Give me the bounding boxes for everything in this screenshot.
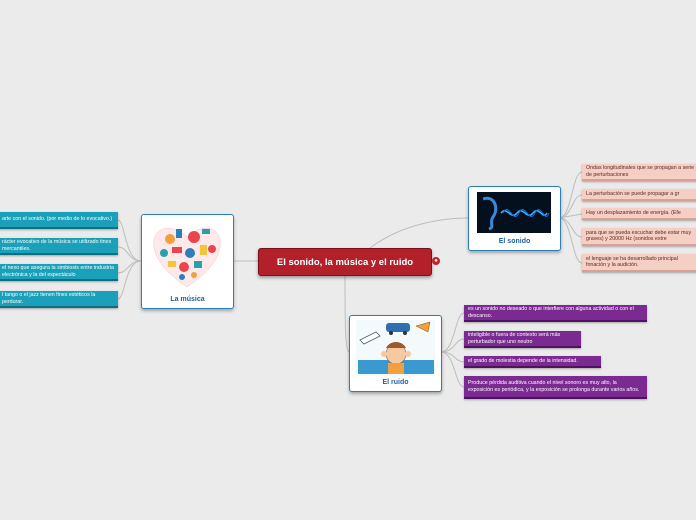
list-item[interactable]: Ondas longitudinales que se propagan a s… [582,164,696,181]
leaf-text: el nexo que asegura la simbiosis entre i… [2,265,114,278]
music-heart-icon [153,228,221,288]
leaf-text: inteligible o fuera de contexto será más… [468,332,561,345]
list-item[interactable]: para que se pueda escuchar debe estar mu… [582,228,696,246]
ear-sound-waves-icon [477,192,551,233]
list-item[interactable]: rácter evocativo de la música se utiliza… [0,238,118,255]
topic-label: La música [170,296,205,303]
leaf-text: l tango o el jazz tienen fines estéticos… [2,292,96,305]
list-item[interactable]: inteligible o fuera de contexto será más… [464,331,581,348]
list-item[interactable]: el grado de molestia depende de la inten… [464,356,601,368]
list-item[interactable]: Hay un desplazamiento de energía. (Efe [582,208,696,220]
leaf-text: Ondas longitudinales que se propagan a s… [586,165,695,178]
topic-la-musica[interactable]: La música [141,214,234,309]
leaf-text: es un sonido no deseado o que interfiere… [468,306,634,319]
topic-label: El sonido [498,238,531,245]
globe-icon[interactable]: ● [432,257,440,265]
list-item[interactable]: Produce pérdida auditiva cuando el nivel… [464,376,647,399]
topic-el-sonido[interactable]: El sonido [468,186,561,251]
topic-label: El ruido [382,379,409,386]
list-item[interactable]: el lenguaje se ha desarrollado principal… [582,254,696,272]
list-item[interactable]: l tango o el jazz tienen fines estéticos… [0,291,118,308]
leaf-text: para que se pueda escuchar debe estar mu… [586,229,692,242]
leaf-text: arte con el sonido. (por medio de lo evo… [2,216,113,223]
leaf-text: el grado de molestia depende de la inten… [468,357,578,364]
list-item[interactable]: La perturbación se puede propagar a gr [582,189,696,201]
leaf-text: el lenguaje se ha desarrollado principal… [586,255,678,268]
leaf-text: rácter evocativo de la música se utiliza… [2,239,112,252]
central-topic[interactable]: El sonido, la música y el ruido [258,248,432,276]
noise-cartoon-icon [356,320,435,376]
list-item[interactable]: arte con el sonido. (por medio de lo evo… [0,212,118,229]
central-topic-title: El sonido, la música y el ruido [276,256,414,268]
leaf-text: Produce pérdida auditiva cuando el nivel… [468,380,640,393]
list-item[interactable]: es un sonido no deseado o que interfiere… [464,305,647,322]
topic-el-ruido[interactable]: El ruido [349,315,442,392]
list-item[interactable]: el nexo que asegura la simbiosis entre i… [0,264,118,281]
leaf-text: Hay un desplazamiento de energía. (Efe [586,209,681,216]
leaf-text: La perturbación se puede propagar a gr [586,190,680,197]
